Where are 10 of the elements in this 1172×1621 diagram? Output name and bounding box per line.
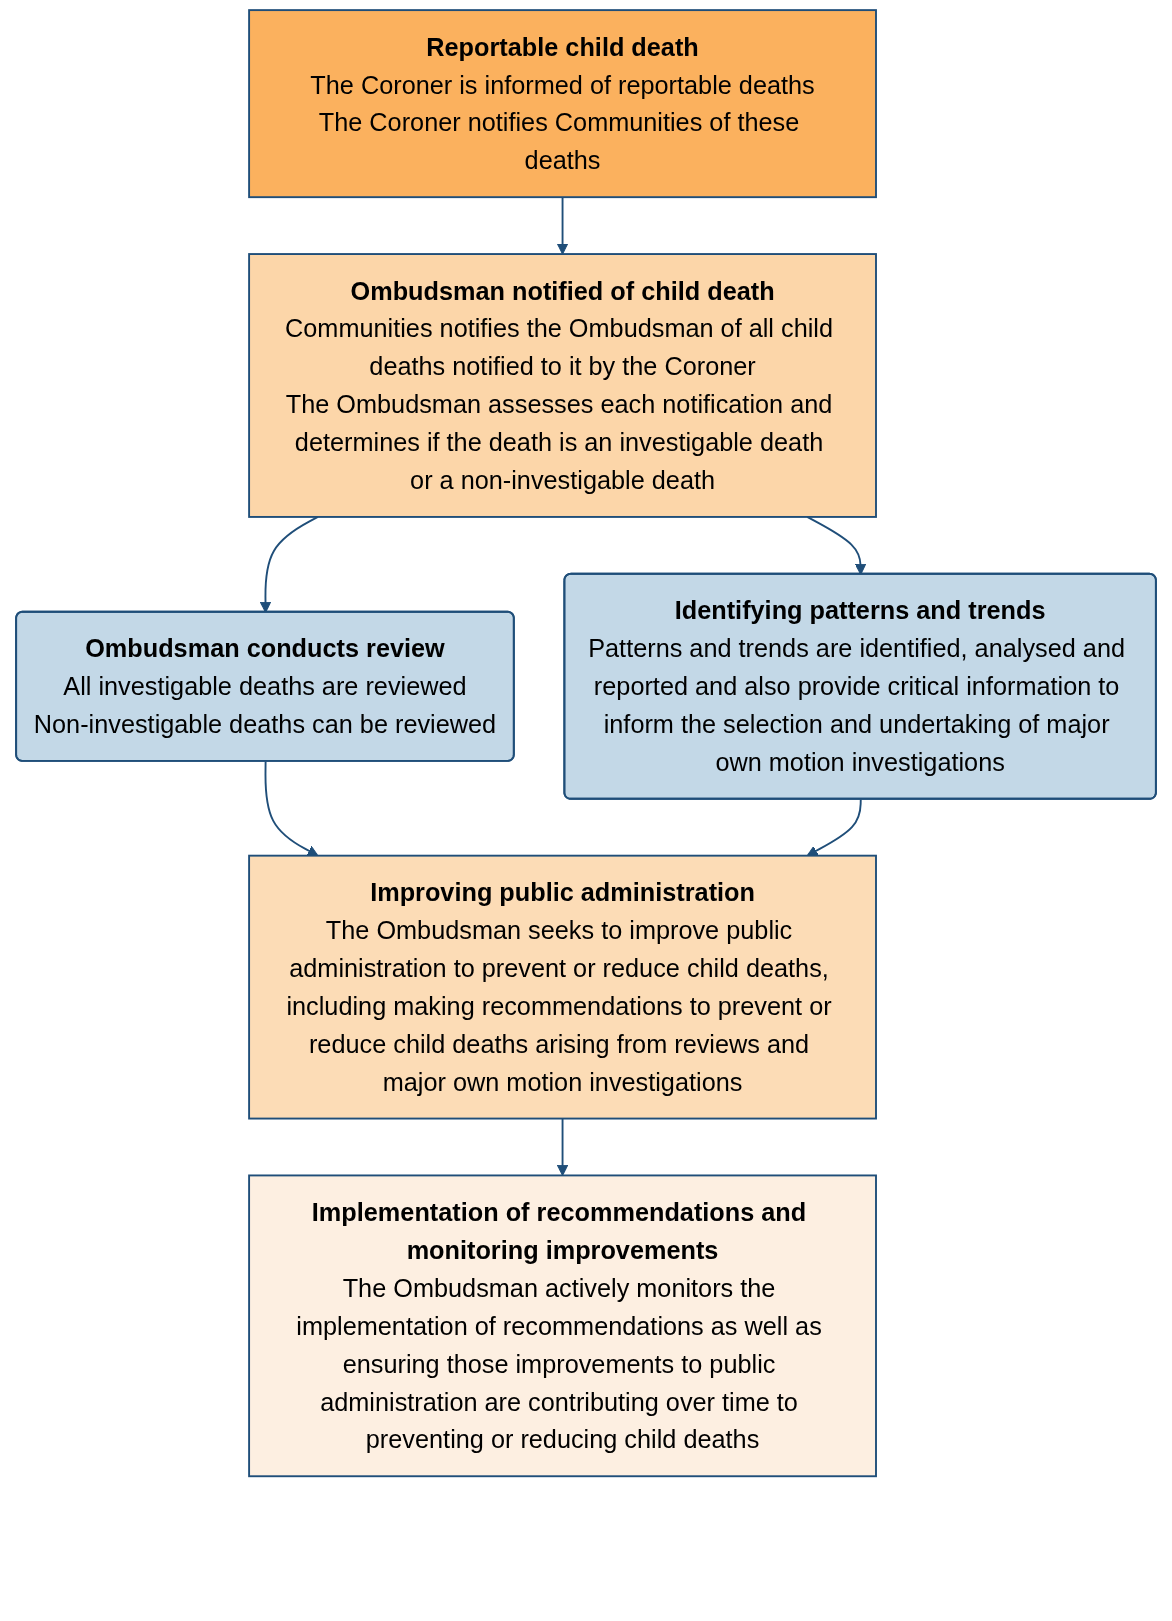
node-box: Implementation of recommendations and monitoring improvements The Ombudsman actively monitors the implementation of recommendations as well as ensuring those improvements to public administration are contributing over time to preventing or reducing child deaths — [248, 1174, 877, 1478]
arrow — [557, 196, 569, 255]
arrow — [264, 760, 319, 857]
arrow — [806, 798, 862, 857]
node-box: Reportable child death The Coroner is informed of reportable deaths The Coroner notifies Communities of these deaths — [248, 9, 877, 199]
arrow — [806, 516, 867, 575]
arrow — [557, 1117, 569, 1176]
arrow — [259, 516, 319, 613]
node-box: Ombudsman notified of child death Communities notifies the Ombudsman of all child deaths notified to it by the Coroner The Ombudsman assesses each notification and determines if the death is an investigable death or a non-investigable death — [248, 253, 877, 518]
node-box: Improving public administration The Ombudsman seeks to improve public administration to prevent or reduce child deaths, including making recommendations to prevent or reduce child deaths arising from reviews and major own motion investigations — [248, 854, 877, 1120]
